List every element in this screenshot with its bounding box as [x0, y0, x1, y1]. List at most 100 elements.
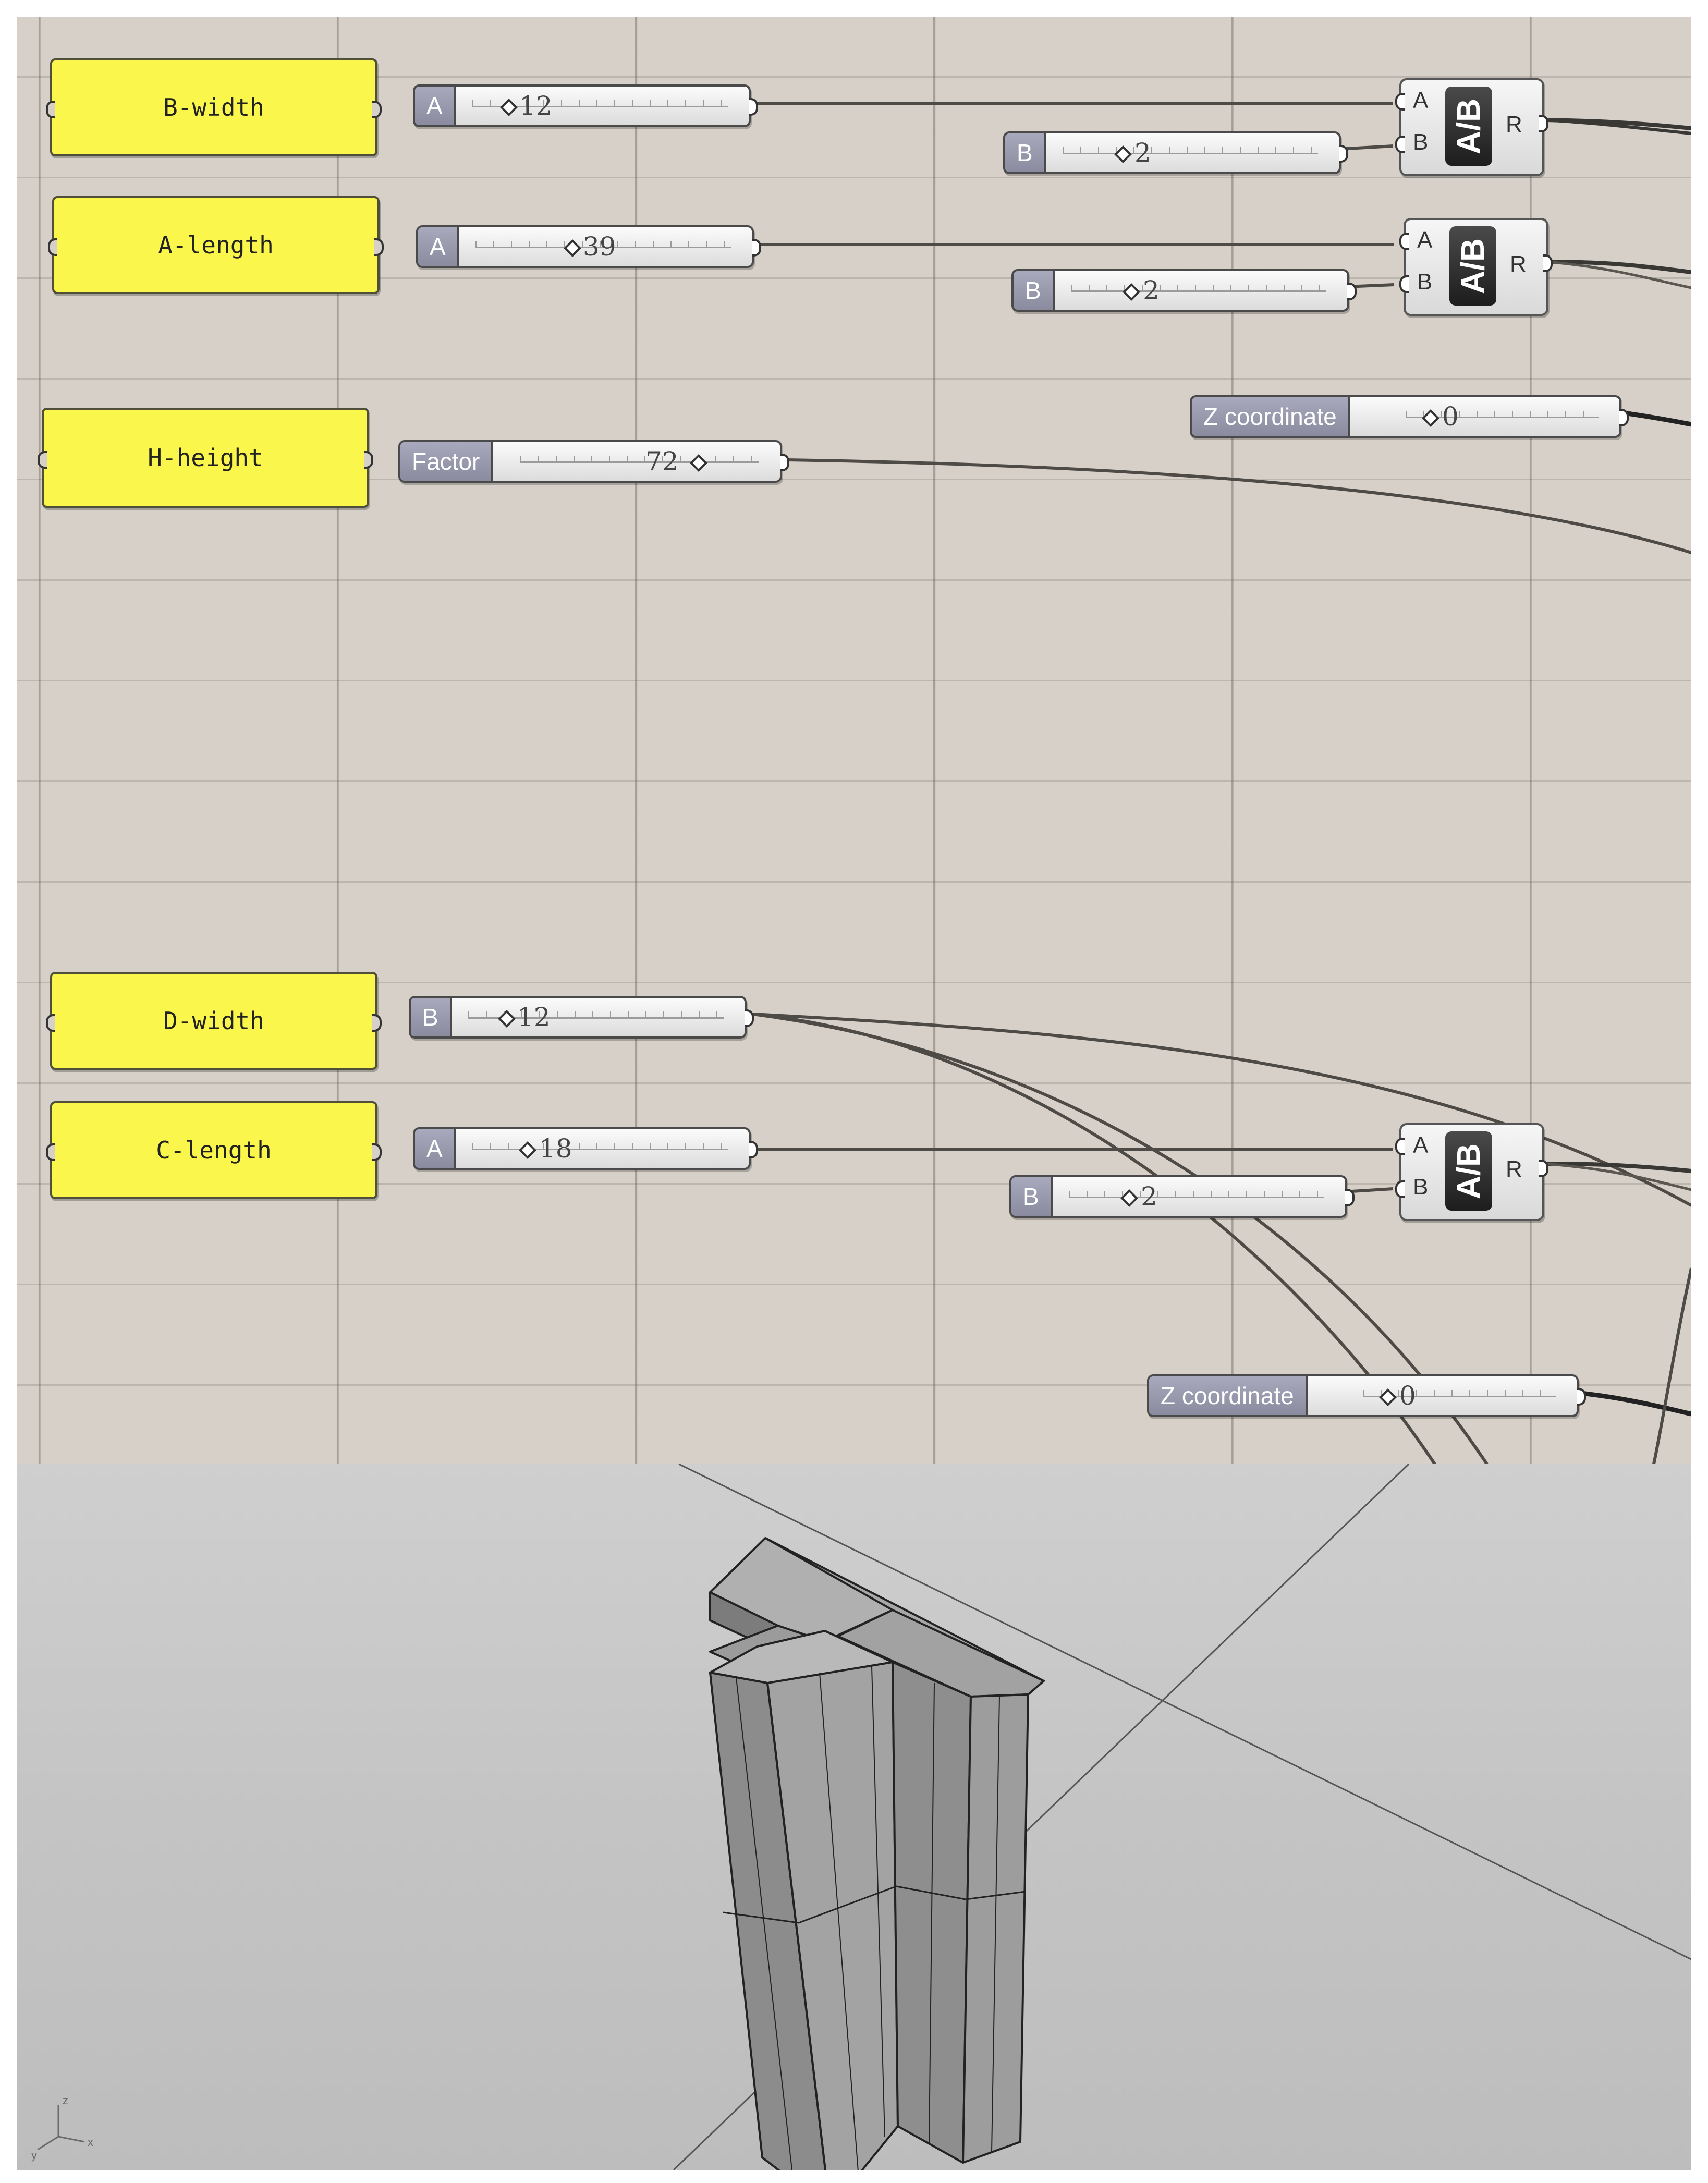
slider-b-width-divisor[interactable]: B 2 — [1003, 131, 1348, 174]
panel-text: A-length — [158, 231, 274, 259]
slider-track[interactable] — [1063, 147, 1318, 154]
input-label-b: B — [1413, 129, 1429, 155]
input-pin-a[interactable] — [1395, 93, 1405, 111]
panel-input-pin[interactable] — [46, 1143, 55, 1161]
slider-output-pin[interactable] — [1339, 145, 1348, 163]
panel-input-pin[interactable] — [46, 101, 55, 118]
input-pin-a[interactable] — [1395, 1138, 1405, 1155]
slider-track[interactable] — [472, 1143, 728, 1150]
output-pin-r[interactable] — [1543, 254, 1553, 272]
wire — [785, 458, 1691, 554]
output-pin-r[interactable] — [1539, 1160, 1548, 1177]
slider-output-pin[interactable] — [745, 1009, 754, 1027]
wire — [1544, 1162, 1691, 1191]
slider-track[interactable] — [475, 241, 731, 248]
slider-value: 39 — [583, 231, 616, 262]
input-pin-b[interactable] — [1395, 1180, 1405, 1198]
panel-output-pin[interactable] — [372, 101, 382, 118]
division-icon: A/B — [1449, 226, 1496, 306]
slider-value: 0 — [1399, 1381, 1416, 1411]
slider-label: B — [1005, 133, 1046, 172]
wire-layer — [752, 102, 1691, 1464]
slider-output-pin[interactable] — [780, 454, 789, 471]
slider-value: 2 — [1141, 1181, 1157, 1212]
output-label-r: R — [1506, 1156, 1522, 1182]
slider-output-pin[interactable] — [1347, 283, 1357, 300]
panel-output-pin[interactable] — [374, 238, 384, 256]
slider-label: B — [411, 998, 452, 1036]
slider-label: Z coordinate — [1149, 1376, 1308, 1415]
wire — [1544, 118, 1691, 135]
division-icon: A/B — [1445, 87, 1492, 166]
panel-a-length[interactable]: A-length — [48, 196, 384, 294]
slider-a-length-divisor[interactable]: B 2 — [1011, 269, 1357, 312]
slider-b-width[interactable]: A 12 — [413, 84, 758, 127]
input-label-b: B — [1413, 1174, 1429, 1200]
output-pin-r[interactable] — [1539, 115, 1548, 132]
slider-value: 18 — [539, 1133, 572, 1164]
panel-b-width[interactable]: B-width — [46, 58, 382, 156]
grid-axis-line — [678, 1464, 1691, 1960]
slider-value: 72 — [645, 446, 679, 477]
slider-output-pin[interactable] — [749, 1141, 758, 1158]
output-label-r: R — [1506, 112, 1522, 137]
slider-label: Z coordinate — [1192, 397, 1350, 436]
panel-output-pin[interactable] — [372, 1014, 382, 1032]
slider-z-coordinate-1[interactable]: Z coordinate 0 — [1190, 395, 1629, 438]
slider-z-coordinate-2[interactable]: Z coordinate 0 — [1147, 1374, 1586, 1417]
slider-d-width[interactable]: B 12 — [409, 996, 754, 1039]
slider-a-length[interactable]: A 39 — [416, 225, 761, 268]
wire — [1546, 260, 1691, 274]
building-mass — [709, 1537, 1045, 2170]
panel-output-pin[interactable] — [364, 451, 373, 469]
grasshopper-canvas[interactable]: B-width A-length H-height D-width C-leng… — [17, 17, 1691, 1464]
slider-label: Factor — [400, 442, 494, 481]
wire — [1652, 1267, 1691, 1464]
wire — [752, 1013, 1489, 1464]
slider-track[interactable] — [520, 456, 759, 463]
slider-track[interactable] — [468, 1011, 724, 1019]
panel-text: H-height — [148, 444, 263, 472]
panel-input-pin[interactable] — [48, 238, 57, 256]
axis-label-x: x — [88, 2136, 93, 2149]
slider-value: 0 — [1442, 401, 1459, 432]
rhino-viewport[interactable]: z y x — [17, 1464, 1691, 2170]
slider-c-length-divisor[interactable]: B 2 — [1009, 1175, 1355, 1218]
division-component-1[interactable]: A B A/B R — [1395, 78, 1548, 176]
input-label-b: B — [1417, 269, 1433, 295]
division-component-2[interactable]: A B A/B R — [1399, 218, 1553, 316]
slider-c-length[interactable]: A 18 — [413, 1127, 758, 1170]
panel-d-width[interactable]: D-width — [46, 972, 382, 1070]
slider-label: A — [418, 227, 459, 266]
panel-output-pin[interactable] — [372, 1143, 382, 1161]
panel-input-pin[interactable] — [38, 451, 47, 469]
input-pin-a[interactable] — [1399, 233, 1409, 250]
input-label-a: A — [1413, 88, 1429, 113]
slider-track[interactable] — [1069, 1191, 1324, 1198]
slider-output-pin[interactable] — [749, 98, 758, 116]
panel-text: C-length — [156, 1136, 272, 1164]
slider-output-pin[interactable] — [1619, 409, 1629, 426]
axis-label-z: z — [63, 2094, 68, 2107]
slider-track[interactable] — [1406, 411, 1599, 418]
axis-gizmo-icon — [37, 2105, 85, 2151]
slider-output-pin[interactable] — [1577, 1388, 1586, 1406]
slider-h-height[interactable]: Factor 72 — [398, 440, 789, 483]
wire — [1544, 1162, 1691, 1173]
panel-h-height[interactable]: H-height — [38, 408, 373, 508]
panel-c-length[interactable]: C-length — [46, 1101, 382, 1199]
slider-track[interactable] — [1071, 285, 1326, 292]
slider-label: B — [1014, 271, 1055, 310]
slider-track[interactable] — [1363, 1390, 1556, 1397]
slider-output-pin[interactable] — [752, 239, 761, 257]
panel-input-pin[interactable] — [46, 1014, 55, 1032]
slider-track[interactable] — [472, 100, 728, 107]
wire — [752, 1013, 1691, 1207]
wire — [1580, 1391, 1691, 1417]
slider-output-pin[interactable] — [1345, 1189, 1355, 1206]
division-component-3[interactable]: A B A/B R — [1395, 1123, 1548, 1221]
input-pin-b[interactable] — [1399, 275, 1409, 293]
panel-text: D-width — [163, 1007, 264, 1035]
input-pin-b[interactable] — [1395, 136, 1405, 153]
panel-text: B-width — [163, 93, 264, 121]
